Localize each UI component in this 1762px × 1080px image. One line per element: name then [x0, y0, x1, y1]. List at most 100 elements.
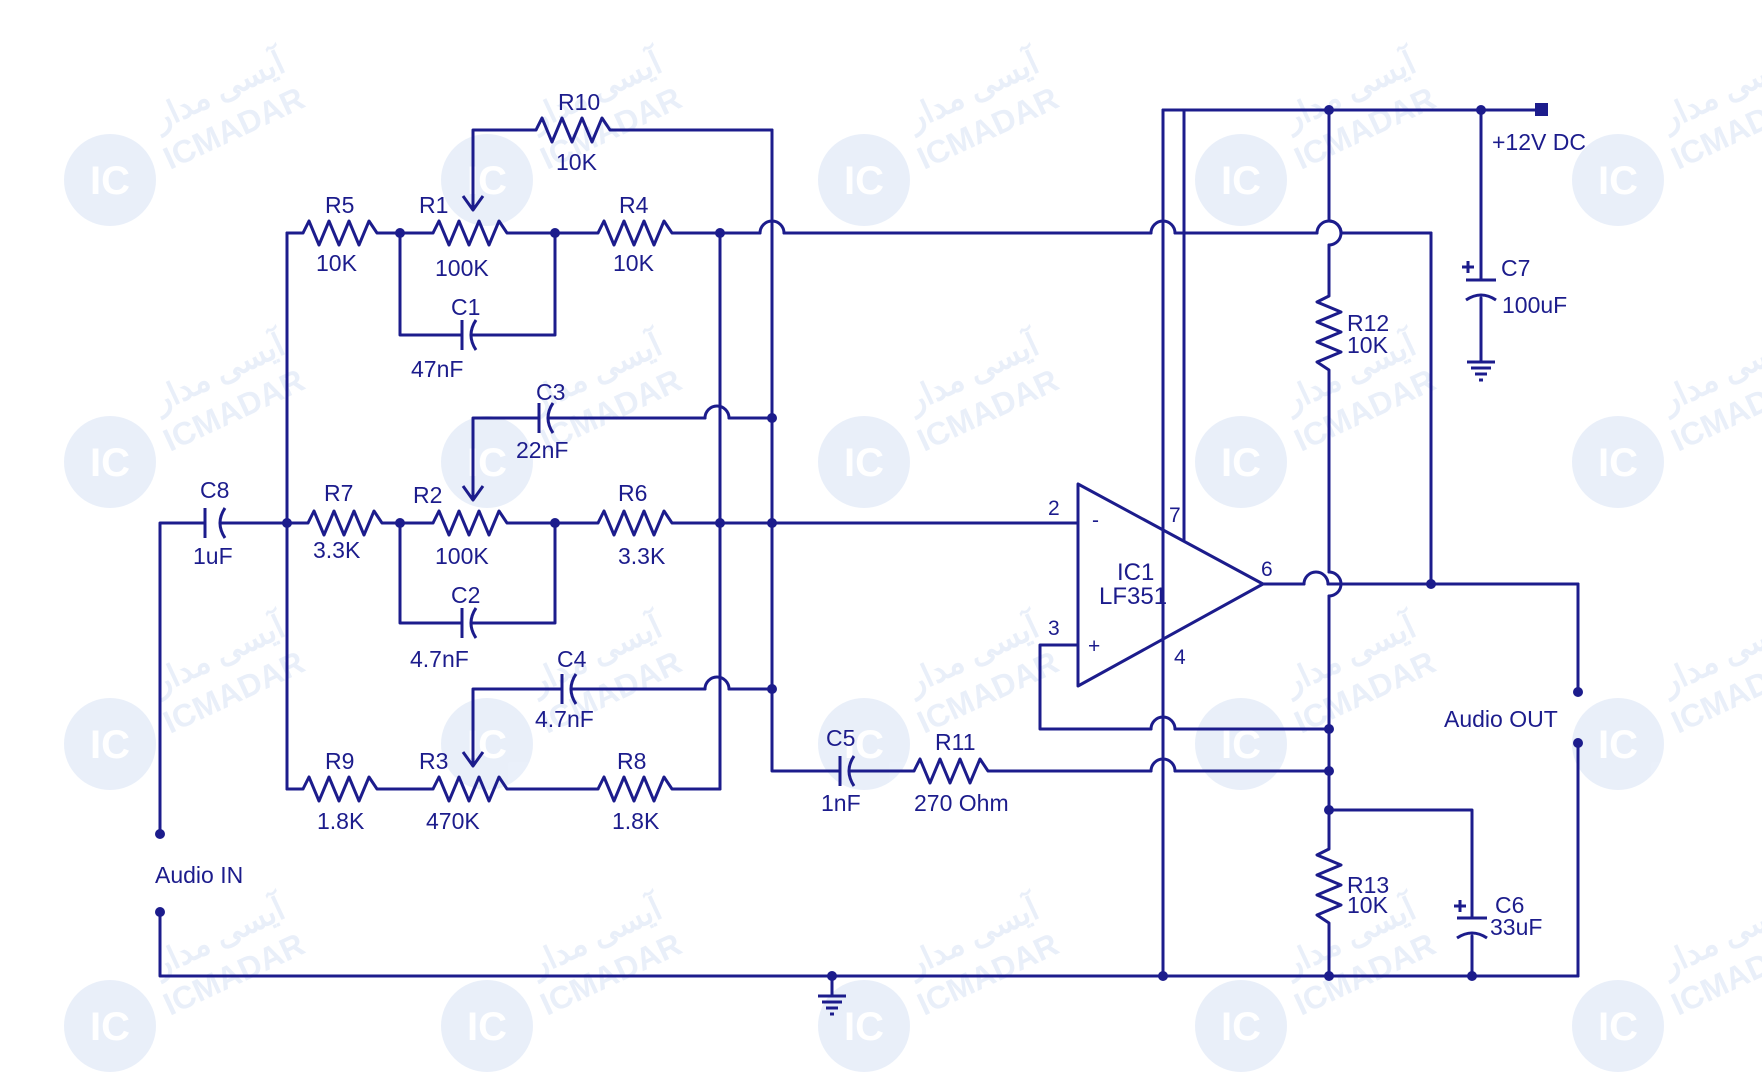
value-r2: 100K [435, 543, 489, 569]
ic1-ref: IC1 [1117, 559, 1154, 586]
pin-7-label: 7 [1169, 504, 1181, 527]
svg-text:IC: IC [90, 1005, 130, 1049]
resistors [301, 116, 1343, 929]
svg-text:IC: IC [467, 1005, 507, 1049]
label-c6: C6 [1495, 892, 1524, 918]
svg-text:IC: IC [844, 1005, 884, 1049]
svg-text:IC: IC [90, 159, 130, 203]
resistor-r2 [431, 509, 513, 537]
label-c1: C1 [451, 294, 480, 320]
svg-text:IC: IC [1221, 159, 1261, 203]
resistor-r8 [596, 775, 678, 803]
value-r11: 270 Ohm [914, 790, 1009, 816]
resistor-r12 [1315, 294, 1343, 376]
value-r7: 3.3K [313, 537, 361, 563]
opamp-ic1 [1076, 108, 1265, 688]
value-r3: 470K [426, 808, 480, 834]
junction-dots [282, 105, 1486, 981]
label-r10: R10 [558, 89, 600, 115]
svg-text:IC: IC [1598, 723, 1638, 767]
pin-6-label: 6 [1261, 558, 1273, 581]
value-c5: 1nF [821, 790, 861, 816]
svg-text:IC: IC [844, 441, 884, 485]
label-r13: R13 [1347, 872, 1389, 898]
svg-text:IC: IC [1598, 159, 1638, 203]
label-c8: C8 [200, 477, 229, 503]
label-r4: R4 [619, 192, 649, 218]
capacitors [203, 261, 1497, 940]
label-c2: C2 [451, 582, 480, 608]
pin-3-label: 3 [1048, 617, 1060, 640]
label-r3: R3 [419, 748, 448, 774]
label-r2: R2 [413, 482, 442, 508]
svg-text:IC: IC [1221, 441, 1261, 485]
value-c4: 4.7nF [535, 706, 594, 732]
ground-symbols [818, 354, 1495, 1016]
resistor-r7 [306, 509, 388, 537]
wires [158, 108, 1580, 998]
value-c3: 22nF [516, 437, 568, 463]
value-r13: 10K [1347, 892, 1389, 918]
value-r8: 1.8K [612, 808, 660, 834]
value-c2: 4.7nF [410, 646, 469, 672]
resistor-r6 [596, 509, 678, 537]
supply-label: +12V DC [1492, 129, 1586, 155]
label-r1: R1 [419, 192, 448, 218]
value-r6: 3.3K [618, 543, 666, 569]
svg-text:IC: IC [844, 159, 884, 203]
svg-text:IC: IC [90, 441, 130, 485]
value-r9: 1.8K [317, 808, 365, 834]
resistor-r13 [1315, 847, 1343, 929]
audio-in-label: Audio IN [155, 862, 243, 888]
component-labels: R10 10K R5 10K R1 100K R4 10K C1 47nF C3… [155, 89, 1586, 940]
label-r7: R7 [324, 480, 353, 506]
svg-text:IC: IC [1598, 441, 1638, 485]
svg-text:IC: IC [90, 723, 130, 767]
label-r6: R6 [618, 480, 647, 506]
label-c3: C3 [536, 379, 565, 405]
value-c1: 47nF [411, 356, 463, 382]
label-c4: C4 [557, 646, 587, 672]
value-r1: 100K [435, 255, 489, 281]
resistor-r4 [596, 219, 678, 247]
svg-text:IC: IC [1221, 1005, 1261, 1049]
label-c7: C7 [1501, 255, 1530, 281]
svg-text:IC: IC [1598, 1005, 1638, 1049]
ic1-part: LF351 [1099, 583, 1167, 610]
pin-2-label: 2 [1048, 497, 1060, 520]
pin-4-label: 4 [1174, 646, 1186, 669]
resistor-r1 [431, 219, 513, 247]
label-c5: C5 [826, 725, 855, 751]
resistor-r5 [301, 219, 383, 247]
label-r11: R11 [935, 729, 976, 755]
label-r8: R8 [617, 748, 646, 774]
noninverting-input-sign: + [1088, 635, 1100, 658]
value-r5: 10K [316, 250, 358, 276]
wiper-arrows [461, 195, 485, 768]
value-r10: 10K [556, 149, 598, 175]
audio-out-label: Audio OUT [1444, 706, 1558, 732]
value-c8: 1uF [193, 543, 233, 569]
terminals [155, 103, 1583, 917]
resistor-r9 [301, 775, 383, 803]
value-r12: 10K [1347, 332, 1389, 358]
resistor-r3 [431, 775, 513, 803]
label-r9: R9 [325, 748, 354, 774]
